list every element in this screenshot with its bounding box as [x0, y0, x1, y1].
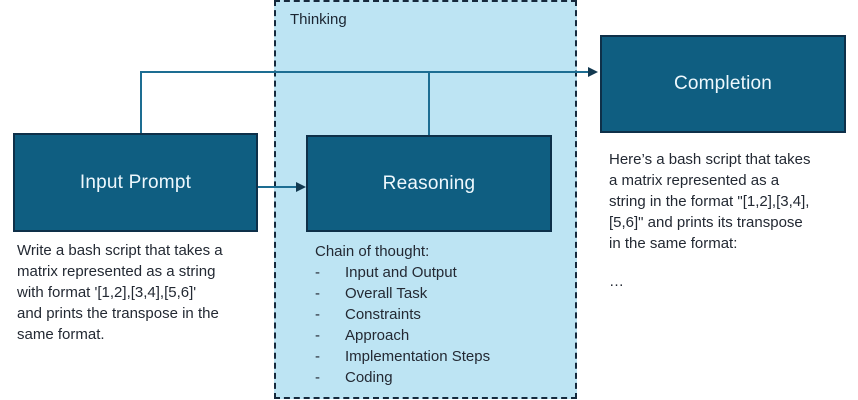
completion-node-label: Completion — [673, 73, 773, 94]
cot-item: - Input and Output — [315, 262, 565, 283]
chain-of-thought-block: Chain of thought: - Input and Output - O… — [315, 241, 565, 388]
cot-item-dash: - — [315, 348, 320, 365]
cot-item: - Constraints — [315, 304, 565, 325]
cot-item-label: Implementation Steps — [345, 348, 491, 365]
thinking-panel-label: Thinking — [290, 11, 347, 28]
cot-item-dash: - — [315, 264, 320, 281]
cot-item-label: Constraints — [345, 306, 421, 323]
cot-item-label: Overall Task — [345, 285, 428, 302]
cot-item: - Approach — [315, 325, 565, 346]
chain-of-thought-heading: Chain of thought: — [315, 243, 430, 260]
reasoning-node: Reasoning — [306, 135, 552, 232]
input-prompt-node-label: Input Prompt — [79, 171, 192, 193]
cot-item-label: Coding — [345, 369, 393, 386]
cot-item-dash: - — [315, 327, 320, 344]
cot-item-label: Input and Output — [345, 264, 457, 281]
reasoning-node-label: Reasoning — [382, 172, 476, 194]
input-prompt-description: Write a bash script that takes a matrix … — [17, 242, 223, 343]
cot-item: - Coding — [315, 367, 565, 388]
completion-node: Completion — [600, 35, 846, 133]
cot-item: - Implementation Steps — [315, 346, 565, 367]
completion-ellipsis: … — [609, 273, 624, 290]
cot-item-dash: - — [315, 369, 320, 386]
input-prompt-node: Input Prompt — [13, 133, 258, 232]
cot-item-dash: - — [315, 306, 320, 323]
cot-item-dash: - — [315, 285, 320, 302]
cot-item: - Overall Task — [315, 283, 565, 304]
completion-description: Here’s a bash script that takes a matrix… — [609, 151, 811, 252]
cot-item-label: Approach — [345, 327, 410, 344]
